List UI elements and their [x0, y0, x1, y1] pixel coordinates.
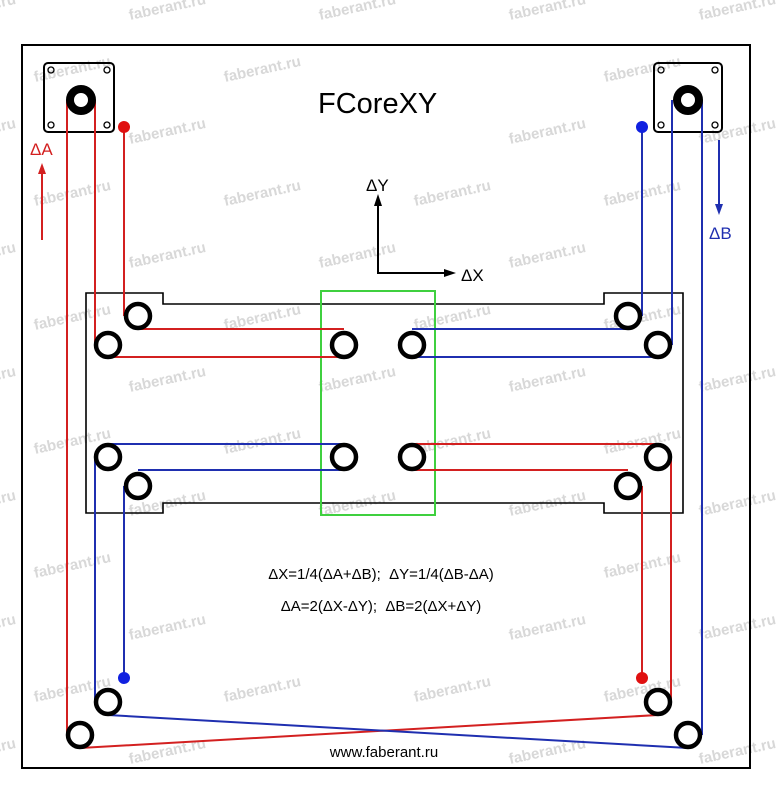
idlers — [65, 301, 703, 750]
watermark-text: faberant.ru — [127, 0, 207, 24]
watermark-text: faberant.ru — [412, 177, 492, 210]
watermark-text: faberant.ru — [0, 239, 17, 272]
watermark-text: faberant.ru — [222, 53, 302, 86]
watermark-text: faberant.ru — [507, 239, 587, 272]
watermark-text: faberant.ru — [127, 735, 207, 768]
watermark-text: faberant.ru — [0, 115, 17, 148]
motor-a — [43, 62, 115, 133]
watermark-text: faberant.ru — [697, 363, 777, 396]
watermark-text: faberant.ru — [32, 549, 112, 582]
delta-b-arrow-icon — [715, 140, 723, 215]
watermark-text: faberant.ru — [222, 177, 302, 210]
belt-b-anchor-bottom — [118, 672, 130, 684]
delta-a-arrow-icon — [38, 163, 46, 240]
watermark-text: faberant.ru — [602, 53, 682, 86]
delta-x-label: ΔX — [461, 266, 484, 285]
watermark-text: faberant.ru — [317, 239, 397, 272]
watermark-text: faberant.ru — [317, 363, 397, 396]
watermark-text: faberant.ru — [697, 735, 777, 768]
belt-a-anchor-bottom — [636, 672, 648, 684]
formula-line-2: ΔA=2(ΔX-ΔY); ΔB=2(ΔX+ΔY) — [281, 598, 482, 615]
watermark-text: faberant.ru — [32, 301, 112, 334]
watermark-text: faberant.ru — [317, 0, 397, 24]
watermark-text: faberant.ru — [0, 735, 17, 768]
belt-b-anchor-top — [636, 121, 648, 133]
delta-y-label: ΔY — [366, 176, 389, 195]
axis-arrows-icon — [374, 194, 456, 277]
watermark-text: faberant.ru — [127, 115, 207, 148]
gantry — [85, 292, 684, 514]
watermark-text: faberant.ru — [222, 673, 302, 706]
delta-b-label: ΔB — [709, 224, 732, 243]
watermark-text: faberant.ru — [507, 0, 587, 24]
watermark-text: faberant.ru — [697, 487, 777, 520]
watermark-text: faberant.ru — [0, 487, 17, 520]
frame — [21, 44, 751, 769]
belt-b — [94, 100, 703, 749]
watermark-text: faberant.ru — [127, 611, 207, 644]
motor-b — [653, 62, 723, 133]
watermark-text: faberant.ru — [222, 425, 302, 458]
pulley-b — [673, 85, 703, 115]
watermark-text: faberant.ru — [32, 177, 112, 210]
pulley-a — [66, 85, 96, 115]
belt-a — [66, 100, 672, 749]
footer-url: www.faberant.ru — [329, 744, 438, 761]
formula-line-1: ΔX=1/4(ΔA+ΔB); ΔY=1/4(ΔB-ΔA) — [268, 566, 494, 583]
diagram-title: FCoreXY — [318, 88, 437, 120]
watermark-text: faberant.ru — [0, 611, 17, 644]
watermark-text: faberant.ru — [0, 363, 17, 396]
carriage — [320, 290, 436, 516]
watermark-text: faberant.ru — [507, 363, 587, 396]
watermark-text: faberant.ru — [697, 0, 777, 24]
belt-a-anchor-top — [118, 121, 130, 133]
watermark-text: faberant.ru — [127, 239, 207, 272]
watermark-text: faberant.ru — [697, 611, 777, 644]
watermark-text: faberant.ru — [412, 673, 492, 706]
watermark-text: faberant.ru — [0, 0, 17, 24]
delta-a-label: ΔA — [30, 140, 53, 159]
watermark-text: faberant.ru — [507, 611, 587, 644]
watermark-text: faberant.ru — [507, 115, 587, 148]
watermark-text: faberant.ru — [127, 363, 207, 396]
